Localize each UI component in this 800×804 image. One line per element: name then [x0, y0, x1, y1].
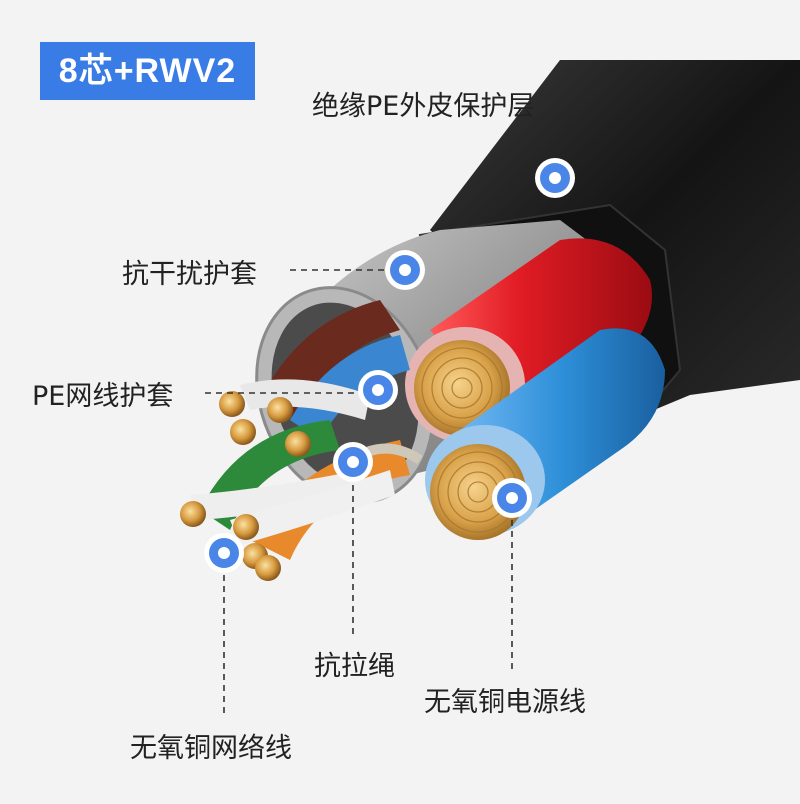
marker-pe-sheath	[358, 370, 398, 410]
model-badge: 8芯+RWV2	[40, 42, 255, 100]
label-outer-sheath: 绝缘PE外皮保护层	[312, 84, 534, 123]
label-network: 无氧铜网络线	[130, 726, 292, 765]
marker-outer-sheath	[535, 158, 575, 198]
marker-shield	[385, 250, 425, 290]
marker-network	[204, 533, 244, 573]
marker-power	[492, 478, 532, 518]
label-pe-sheath: PE网线护套	[32, 374, 173, 413]
label-shield: 抗干扰护套	[122, 252, 257, 291]
marker-rope	[333, 442, 373, 482]
label-power: 无氧铜电源线	[424, 680, 586, 719]
label-rope: 抗拉绳	[314, 644, 395, 683]
